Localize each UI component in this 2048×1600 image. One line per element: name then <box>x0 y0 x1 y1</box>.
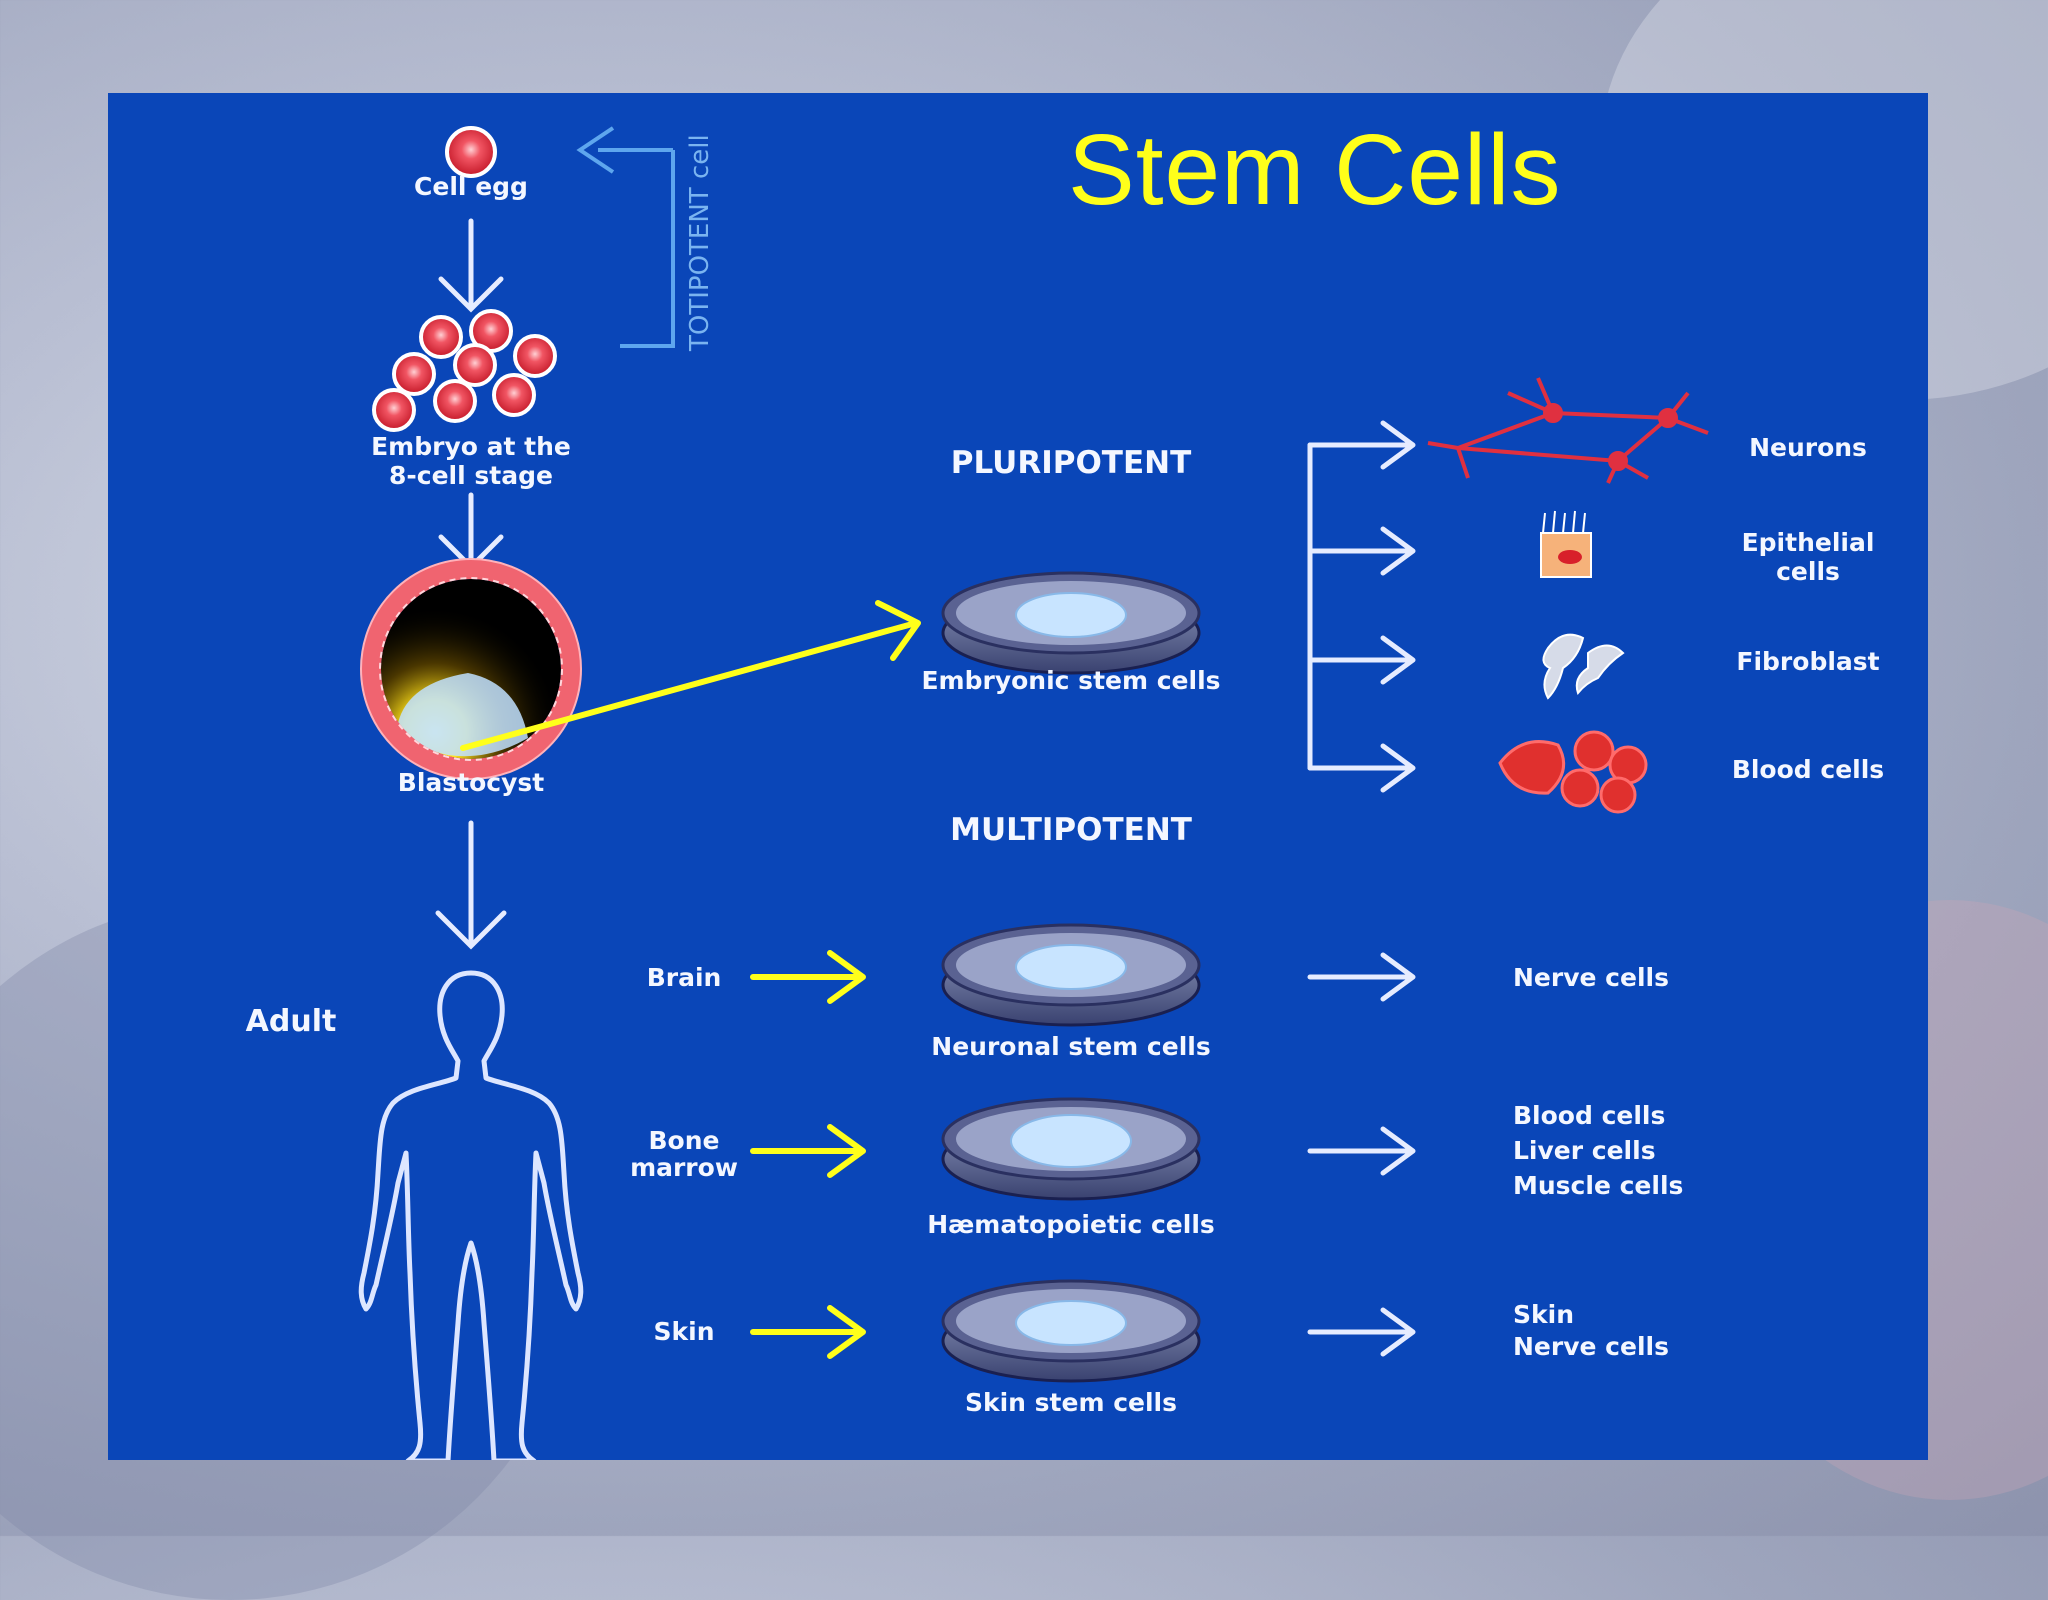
embryo-label-line1: Embryo at the <box>371 432 571 461</box>
source-label-skin: Skin <box>654 1317 715 1346</box>
multipotent-heading: MULTIPOTENT <box>950 812 1192 848</box>
blastocyst-label: Blastocyst <box>398 768 544 797</box>
yellow-arrow-icon <box>750 950 866 1004</box>
source-label-bone: Bone <box>649 1126 720 1155</box>
epithelial-cell-icon <box>1540 510 1592 578</box>
source-label-marrow: marrow <box>630 1153 738 1182</box>
down-arrow-icon <box>435 820 507 950</box>
petri-dish-icon <box>941 1097 1201 1201</box>
fibroblast-icon <box>1542 633 1625 700</box>
output-muscle-cells: Muscle cells <box>1513 1171 1683 1200</box>
embryonic-stem-cells-label: Embryonic stem cells <box>921 666 1220 695</box>
adult-label: Adult <box>246 1004 337 1039</box>
right-arrow-icon <box>1307 1307 1416 1357</box>
right-arrow-icon <box>1307 952 1416 1002</box>
petri-dish-icon <box>941 923 1201 1027</box>
pluripotent-heading: PLURIPOTENT <box>951 445 1191 481</box>
slide: Cell egg TOTIPOTENT cell Embryo at the 8… <box>108 93 1928 1460</box>
neuron-icon <box>1427 377 1709 484</box>
skin-stem-cells-label: Skin stem cells <box>965 1388 1177 1417</box>
output-blood-cells: Blood cells <box>1513 1101 1665 1130</box>
branch-arrows <box>1307 420 1416 793</box>
output-label-blood-cells: Blood cells <box>1732 755 1884 784</box>
output-liver-cells: Liver cells <box>1513 1136 1656 1165</box>
embryo-8-cell-icon <box>372 309 557 432</box>
yellow-arrow-icon <box>750 1305 866 1359</box>
down-arrow-icon <box>438 218 504 313</box>
down-arrow-icon <box>438 492 504 571</box>
embryo-label-line2: 8-cell stage <box>389 461 553 490</box>
output-nerve-cells-2: Nerve cells <box>1513 1332 1669 1361</box>
right-arrow-icon <box>1307 1126 1416 1176</box>
output-nerve-cells: Nerve cells <box>1513 963 1669 992</box>
haematopoietic-cells-label: Hæmatopoietic cells <box>927 1210 1215 1239</box>
totipotent-bracket <box>576 126 675 348</box>
cell-egg-icon <box>445 126 497 178</box>
neuronal-stem-cells-label: Neuronal stem cells <box>931 1032 1210 1061</box>
petri-dish-icon <box>941 571 1201 675</box>
blood-cells-icon <box>1498 730 1648 814</box>
totipotent-cell-label: TOTIPOTENT cell <box>685 134 715 352</box>
output-label-epithelial: Epithelial <box>1742 528 1875 557</box>
source-label-brain: Brain <box>647 963 722 992</box>
blastocyst-icon <box>360 558 582 780</box>
output-skin: Skin <box>1513 1300 1574 1329</box>
output-label-fibroblast: Fibroblast <box>1736 647 1879 676</box>
output-label-neurons: Neurons <box>1749 433 1867 462</box>
petri-dish-icon <box>941 1279 1201 1383</box>
cell-egg-label: Cell egg <box>414 172 528 201</box>
yellow-arrow-icon <box>750 1124 866 1178</box>
human-silhouette-icon <box>358 970 584 1460</box>
output-label-epithelial-line2: cells <box>1776 557 1840 586</box>
stem-cell-diagram: Cell egg TOTIPOTENT cell Embryo at the 8… <box>246 126 1884 1460</box>
yellow-arrow-icon <box>460 600 921 751</box>
slide-title: Stem Cells <box>1068 114 1562 226</box>
